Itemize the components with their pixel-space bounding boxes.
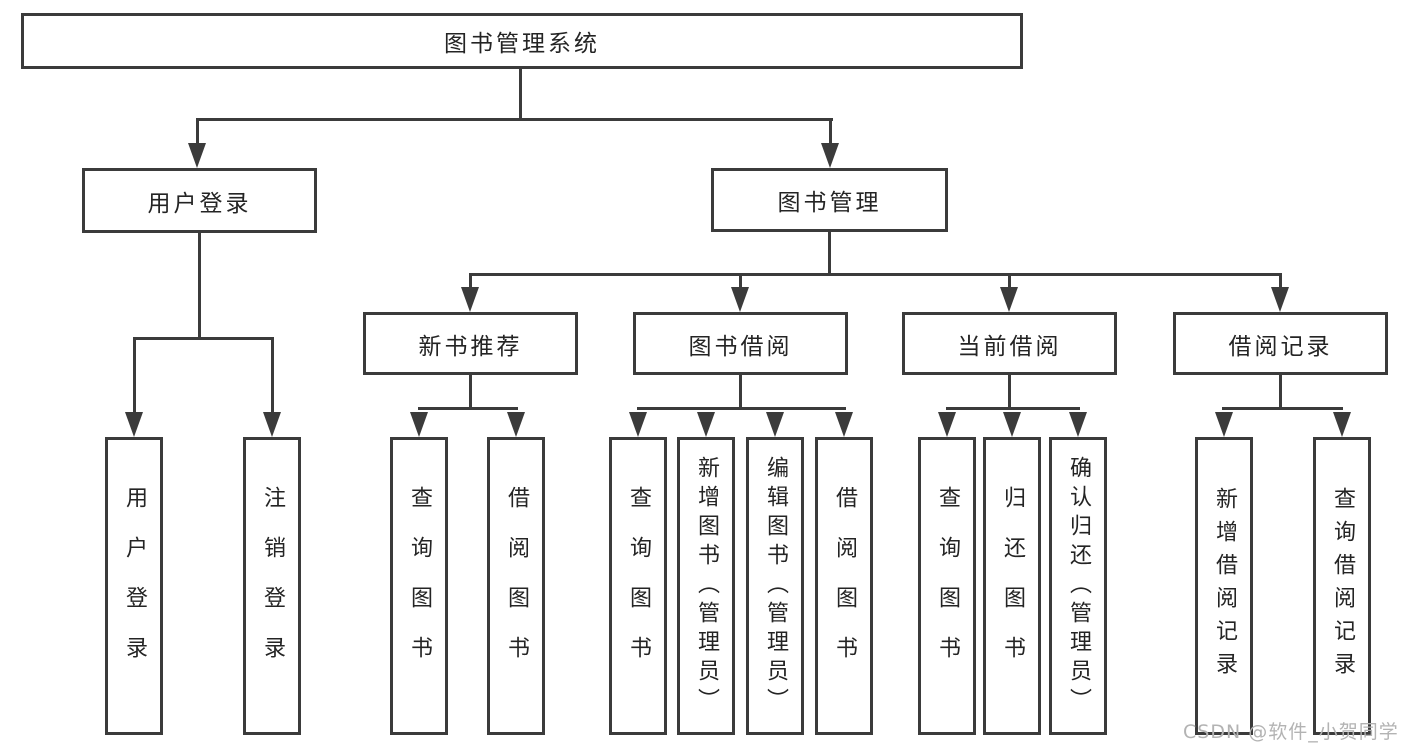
- leaf-label: 借阅图书: [504, 486, 529, 686]
- connector-line: [739, 375, 742, 407]
- connector-line: [271, 337, 274, 413]
- arrowhead-icon: [697, 412, 715, 437]
- node-new-book-recommend: 新书推荐: [363, 312, 578, 375]
- leaf-user-login: 用户登录: [105, 437, 163, 735]
- node-user-login: 用户登录: [82, 168, 317, 233]
- connector-line: [469, 375, 472, 407]
- leaf-label: 编辑图书（管理员）: [763, 455, 788, 717]
- leaf-label: 注销登录: [260, 486, 285, 686]
- arrowhead-icon: [821, 143, 839, 168]
- connector-line: [133, 337, 274, 340]
- leaf-return-books: 归还图书: [983, 437, 1041, 735]
- arrowhead-icon: [263, 412, 281, 437]
- connector-line: [829, 118, 832, 146]
- csdn-watermark: CSDN @软件_小贺同学: [1183, 721, 1399, 743]
- leaf-label: 新增借阅记录: [1212, 487, 1237, 685]
- arrowhead-icon: [731, 287, 749, 312]
- leaf-logout: 注销登录: [243, 437, 301, 735]
- arrowhead-icon: [629, 412, 647, 437]
- node-label: 用户登录: [147, 190, 252, 217]
- connector-line: [1008, 375, 1011, 407]
- leaf-borrow-books-borrow: 借阅图书: [815, 437, 873, 735]
- arrowhead-icon: [125, 412, 143, 437]
- connector-line: [519, 69, 522, 118]
- leaf-query-books-borrow: 查询图书: [609, 437, 667, 735]
- connector-line: [828, 232, 831, 273]
- arrowhead-icon: [766, 412, 784, 437]
- arrowhead-icon: [1271, 287, 1289, 312]
- connector-line: [1222, 407, 1343, 410]
- node-label: 借阅记录: [1228, 333, 1333, 360]
- leaf-confirm-return-admin: 确认归还（管理员）: [1049, 437, 1107, 735]
- connector-line: [1008, 273, 1011, 290]
- leaf-label: 确认归还（管理员）: [1066, 455, 1091, 717]
- leaf-label: 查询借阅记录: [1330, 487, 1355, 685]
- arrowhead-icon: [188, 143, 206, 168]
- leaf-label: 借阅图书: [832, 486, 857, 686]
- node-label: 图书借阅: [688, 333, 793, 360]
- arrowhead-icon: [1215, 412, 1233, 437]
- connector-line: [133, 337, 136, 413]
- arrowhead-icon: [461, 287, 479, 312]
- node-library-management-system: 图书管理系统: [21, 13, 1023, 69]
- leaf-label: 新增图书（管理员）: [694, 455, 719, 717]
- leaf-label: 查询图书: [407, 486, 432, 686]
- node-current-borrow: 当前借阅: [902, 312, 1117, 375]
- leaf-add-borrow-record: 新增借阅记录: [1195, 437, 1253, 735]
- connector-line: [739, 273, 742, 290]
- node-label: 图书管理: [777, 190, 882, 216]
- leaf-label: 查询图书: [935, 486, 960, 686]
- arrowhead-icon: [1333, 412, 1351, 437]
- node-book-borrow: 图书借阅: [633, 312, 848, 375]
- leaf-query-books-current: 查询图书: [918, 437, 976, 735]
- arrowhead-icon: [835, 412, 853, 437]
- connector-line: [637, 407, 846, 410]
- leaf-query-books-newbook: 查询图书: [390, 437, 448, 735]
- connector-line: [196, 118, 199, 146]
- connector-line: [198, 233, 201, 337]
- leaf-edit-book-admin: 编辑图书（管理员）: [746, 437, 804, 735]
- connector-line: [469, 273, 1282, 276]
- connector-line: [196, 118, 833, 121]
- leaf-label: 查询图书: [626, 486, 651, 686]
- arrowhead-icon: [507, 412, 525, 437]
- node-label: 新书推荐: [418, 333, 523, 360]
- leaf-borrow-books-newbook: 借阅图书: [487, 437, 545, 735]
- leaf-add-book-admin: 新增图书（管理员）: [677, 437, 735, 735]
- connector-line: [1279, 273, 1282, 290]
- leaf-query-borrow-record: 查询借阅记录: [1313, 437, 1371, 735]
- arrowhead-icon: [1003, 412, 1021, 437]
- node-label: 图书管理系统: [444, 31, 600, 57]
- arrowhead-icon: [410, 412, 428, 437]
- arrowhead-icon: [1000, 287, 1018, 312]
- arrowhead-icon: [938, 412, 956, 437]
- connector-line: [946, 407, 1080, 410]
- node-book-management: 图书管理: [711, 168, 948, 232]
- node-borrow-records: 借阅记录: [1173, 312, 1388, 375]
- leaf-label: 用户登录: [122, 486, 147, 686]
- node-label: 当前借阅: [957, 333, 1062, 360]
- connector-line: [1279, 375, 1282, 407]
- connector-line: [469, 273, 472, 290]
- connector-line: [418, 407, 518, 410]
- leaf-label: 归还图书: [1000, 486, 1025, 686]
- arrowhead-icon: [1069, 412, 1087, 437]
